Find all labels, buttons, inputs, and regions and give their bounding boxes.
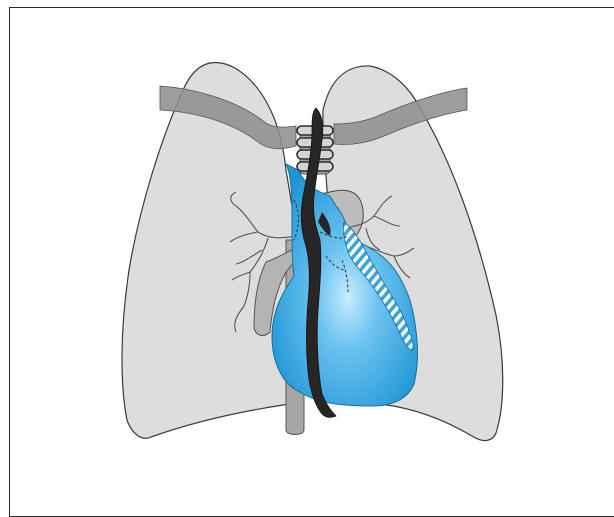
chest-anatomy-diagram — [0, 0, 614, 506]
